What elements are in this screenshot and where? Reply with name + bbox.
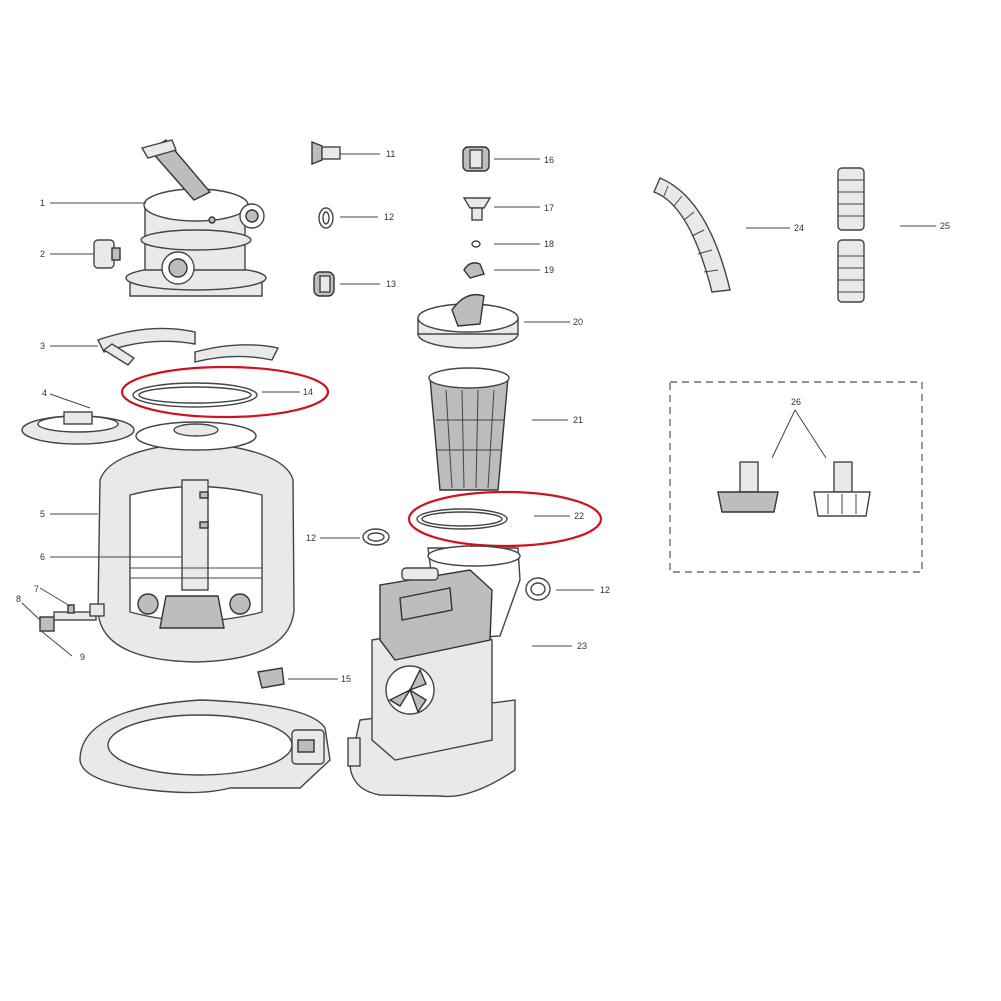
callout-8: 8 [16,594,21,604]
callout-12-b: 12 [306,533,316,543]
callout-4: 4 [42,388,47,398]
callout-17: 17 [544,203,554,213]
callout-18: 18 [544,239,554,249]
pump-motor [347,545,572,798]
part-20-pump-lid [417,293,570,349]
callout-21: 21 [573,415,583,425]
callout-22: 22 [574,511,584,521]
callout-25: 25 [940,221,950,231]
o-ring-22 [407,490,603,548]
callout-13: 13 [386,279,396,289]
part-13 [313,271,380,297]
callout-1: 1 [40,198,45,208]
callout-23: 23 [577,641,587,651]
part-11 [311,140,380,166]
callout-11: 11 [386,149,395,159]
callout-6: 6 [40,552,45,562]
callout-24: 24 [794,223,804,233]
callout-26: 26 [791,397,801,407]
callout-20: 20 [573,317,583,327]
part-15 [257,667,338,689]
hose-25 [837,167,936,303]
part-21-strainer-basket [428,367,568,491]
callout-16: 16 [544,155,554,165]
clamp-ring [50,327,280,366]
highlight-ring-14 [120,365,330,419]
sight-glass [50,239,121,269]
part-19 [463,262,540,279]
part-12-c [525,577,594,601]
part-16 [462,146,540,172]
part-17 [462,197,540,221]
o-ring-14 [120,365,330,419]
part-12-a [318,207,378,229]
callout-2: 2 [40,249,45,259]
tank-base [79,699,331,794]
highlight-ring-22 [407,490,603,548]
callout-14: 14 [303,387,313,397]
sand-tank [50,421,295,663]
multiport-valve [50,139,267,297]
drain-assembly [21,587,105,657]
tank-cover [21,393,135,445]
part-12-b [320,528,390,546]
callout-12-c: 12 [600,585,610,595]
part-26-panel [669,381,923,573]
callout-7: 7 [34,584,39,594]
part-18 [471,240,540,248]
callout-15: 15 [341,674,351,684]
callout-5: 5 [40,509,45,519]
callout-12-a: 12 [384,212,394,222]
callout-9: 9 [80,652,85,662]
callout-3: 3 [40,341,45,351]
callout-19: 19 [544,265,554,275]
hose-24 [653,177,790,293]
